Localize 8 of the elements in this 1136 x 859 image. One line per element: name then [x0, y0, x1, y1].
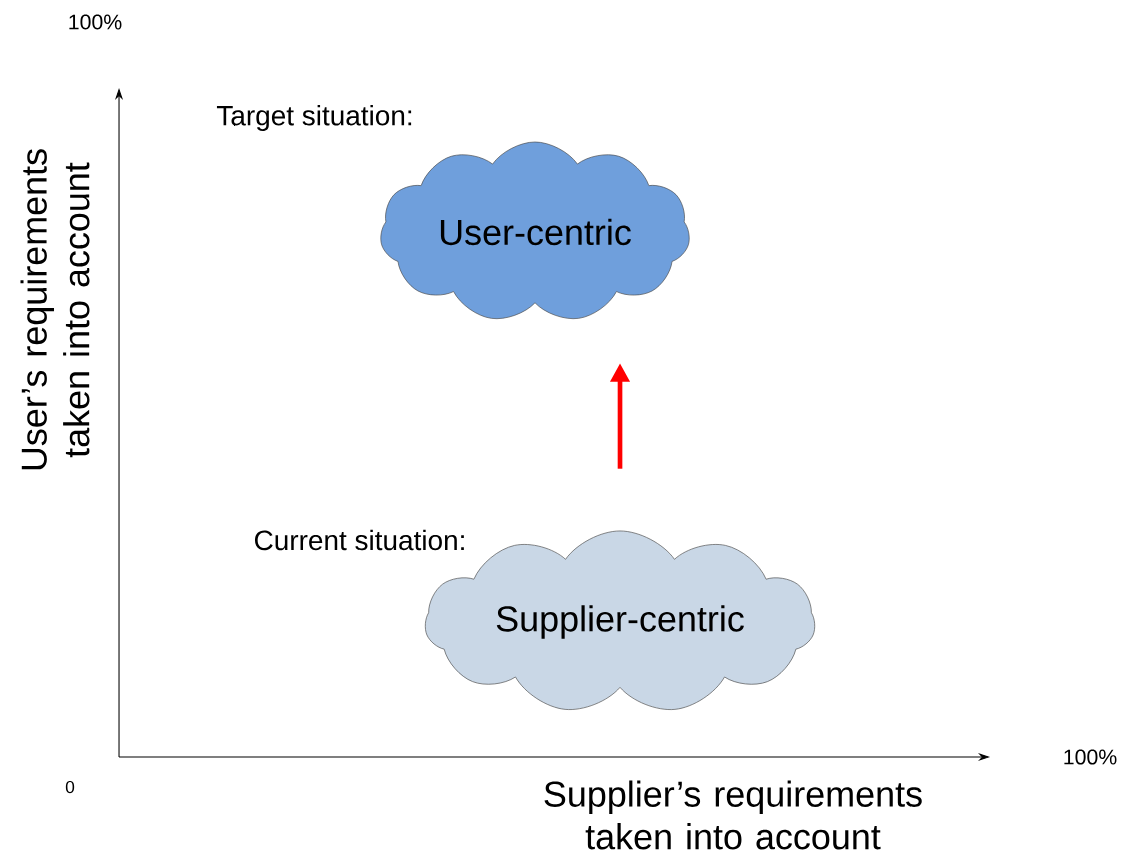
axis-label: 0	[65, 780, 75, 794]
heading: Target situation:	[216, 105, 412, 132]
axis-label: 100%	[1064, 749, 1117, 765]
axis-label: User’s requirements taken into account	[20, 149, 90, 470]
axis-label: Supplier’s requirements taken into account	[544, 780, 922, 850]
axis-label: 100%	[69, 14, 122, 30]
heading: Current situation:	[255, 529, 464, 551]
cloud: User-centric	[380, 141, 690, 319]
